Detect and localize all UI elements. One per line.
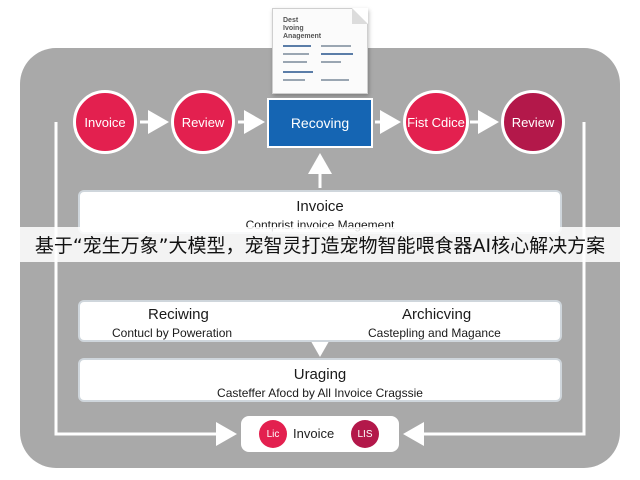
step-review-final[interactable]: Review <box>501 90 565 154</box>
card-row-middle: Reciwing Contucl by Poweration Archicvin… <box>78 300 562 342</box>
footer-invoice-pill[interactable]: Lic Invoice LIS <box>241 416 399 452</box>
doc-line <box>321 53 353 55</box>
page-fold <box>352 8 368 24</box>
card-subtitle-archicving: Castepling and Magance <box>368 326 501 340</box>
doc-line <box>283 53 309 55</box>
card-title-reciwing: Reciwing <box>148 306 209 323</box>
card-uraging: Uraging Casteffer Afocd by All Invoice C… <box>78 358 562 402</box>
right-badge: LIS <box>351 420 379 448</box>
card-subtitle: Casteffer Afocd by All Invoice Cragssie <box>217 386 423 400</box>
card-title: Uraging <box>293 366 347 383</box>
doc-line <box>321 79 349 81</box>
doc-line <box>283 79 305 81</box>
step-label: Invoice <box>84 114 126 130</box>
step-label: Review <box>181 114 225 130</box>
doc-line <box>283 61 307 63</box>
left-badge: Lic <box>259 420 287 448</box>
card-subtitle-reciwing: Contucl by Poweration <box>112 326 233 340</box>
step-invoice[interactable]: Invoice <box>73 90 137 154</box>
pill-label: Invoice <box>293 426 335 441</box>
overlay-banner: 基于“宠生万象”大模型，宠智灵打造宠物智能喂食器AI核心解决方案 <box>0 227 640 262</box>
card-invoice: Invoice Contprist invoice Magement <box>78 190 562 234</box>
step-label: Fist Cdice <box>407 114 465 130</box>
step-label: Recoving <box>290 115 350 131</box>
doc-title-line-3: Anagement <box>283 33 322 40</box>
card-title: Invoice <box>296 198 344 215</box>
invoice-document-icon: Dest Ivoing Anagement <box>272 8 368 94</box>
doc-line <box>283 71 313 73</box>
step-label: Review <box>511 114 555 130</box>
doc-title-line-2: Ivoing <box>283 25 304 32</box>
doc-title-line-1: Dest <box>283 17 299 24</box>
doc-line <box>321 45 351 47</box>
doc-line <box>321 61 341 63</box>
step-recoving[interactable]: Recoving <box>267 98 373 148</box>
step-review[interactable]: Review <box>171 90 235 154</box>
card-title-archicving: Archicving <box>402 306 472 323</box>
step-fist-cdice[interactable]: Fist Cdice <box>403 90 469 154</box>
doc-line <box>283 45 311 47</box>
